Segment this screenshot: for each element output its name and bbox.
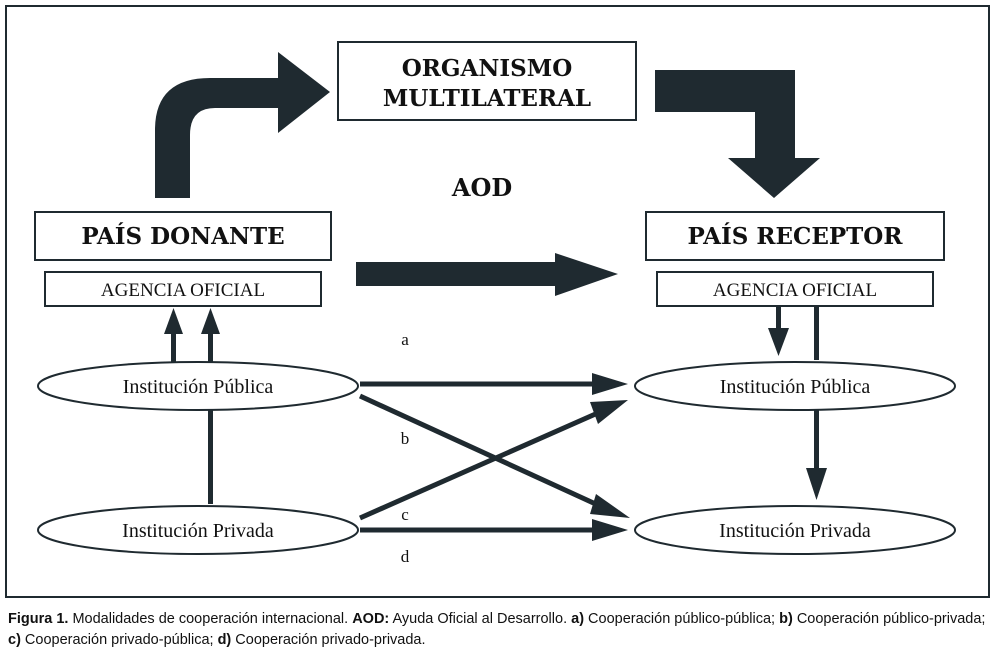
caption-d-text: Cooperación privado-privada. (231, 632, 426, 648)
label-c: c (401, 505, 409, 524)
aod-label: AOD (451, 173, 512, 202)
organismo-line1: ORGANISMO (402, 55, 573, 82)
agencia-donante-label: AGENCIA OFICIAL (101, 280, 265, 301)
caption-a-text: Cooperación público-pública; (584, 611, 780, 627)
arrow-b (358, 393, 602, 509)
arrow-b-head (590, 494, 630, 518)
caption-figure-label: Figura 1. (8, 611, 69, 627)
donor-to-multilateral-arrow (155, 52, 330, 198)
caption-b-text: Cooperación público-privada; (792, 611, 986, 627)
aod-horizontal-arrow (356, 253, 618, 296)
pais-receptor-label: PAÍS RECEPTOR (688, 223, 904, 250)
publica-receptor-label: Institución Pública (720, 376, 871, 398)
cooperation-arrows (358, 373, 630, 541)
arrow-d-head (592, 519, 628, 541)
publica-donante-ellipse (37, 361, 359, 411)
label-d: d (401, 547, 410, 566)
caption-b-label: b) (779, 611, 793, 627)
caption-d-label: d) (217, 632, 232, 648)
caption-aod-label: AOD: (352, 611, 390, 627)
label-a: a (401, 330, 409, 349)
arrow-c (358, 409, 602, 521)
figure-caption: Figura 1. Modalidades de cooperación int… (8, 609, 993, 651)
caption-c-text: Cooperación privado-pública; (20, 632, 218, 648)
privada-receptor-ellipse (634, 505, 956, 555)
receptor-down-arrows (768, 306, 827, 500)
publica-donante-label: Institución Pública (123, 376, 274, 398)
multilateral-to-receptor-arrow (655, 70, 820, 198)
cooperation-diagram: ORGANISMO MULTILATERAL AOD PAÍS DONANTE … (34, 41, 956, 566)
label-b: b (401, 429, 410, 448)
pais-donante-box (34, 211, 332, 261)
caption-c-label: c) (8, 632, 21, 648)
agencia-donante-box (44, 271, 322, 307)
publica-receptor-ellipse (634, 361, 956, 411)
organismo-box (337, 41, 637, 121)
donor-up-arrows (164, 308, 220, 504)
caption-a-label: a) (571, 611, 585, 627)
privada-receptor-label: Institución Privada (719, 520, 871, 542)
pais-donante-label: PAÍS DONANTE (81, 223, 284, 250)
agencia-receptor-box (656, 271, 934, 307)
privada-donante-label: Institución Privada (122, 520, 274, 542)
pais-receptor-box (645, 211, 945, 261)
caption-text2: Ayuda Oficial al Desarrollo. (389, 611, 572, 627)
privada-donante-ellipse (37, 505, 359, 555)
caption-text1: Modalidades de cooperación internacional… (68, 611, 353, 627)
arrow-a-head (592, 373, 628, 395)
diagram-frame (5, 5, 990, 598)
arrow-c-head (590, 400, 628, 424)
agencia-receptor-label: AGENCIA OFICIAL (713, 280, 877, 301)
organismo-line2: MULTILATERAL (383, 85, 591, 112)
